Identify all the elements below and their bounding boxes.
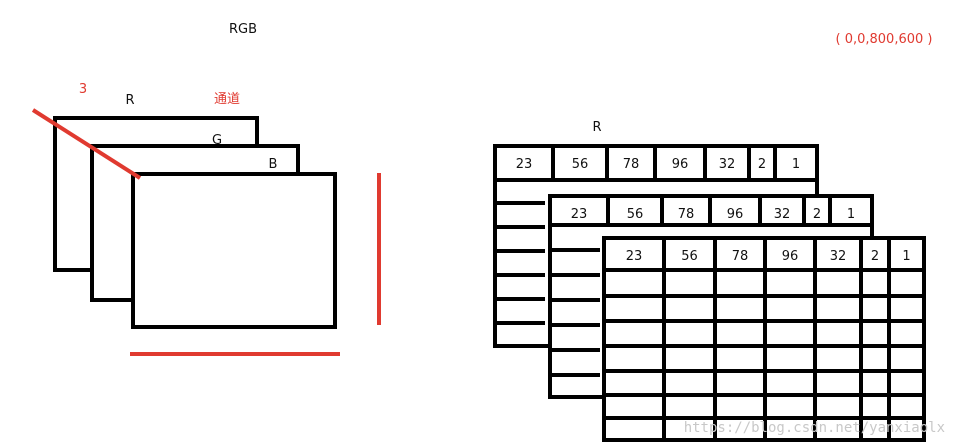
matrix-cell-value: 32: [774, 207, 791, 222]
channel-label-b: B: [269, 157, 278, 172]
diagram-title: RGB: [229, 22, 257, 37]
watermark: https://blog.csdn.net/yanxiaolx: [684, 420, 945, 436]
channel-stack: 3 R 通道 G B: [31, 82, 381, 356]
matrix-cell-value: 96: [672, 157, 689, 172]
matrix-cell-value: 96: [782, 249, 799, 264]
channel-count: 3: [79, 82, 87, 97]
matrix-cell-value: 78: [623, 157, 640, 172]
coord-label: ( 0,0,800,600 ): [836, 32, 933, 47]
matrix-cell-value: 1: [902, 249, 910, 264]
matrix-label: R: [592, 120, 601, 135]
matrix-cell-value: 2: [813, 207, 821, 222]
depth-line: [31, 108, 142, 180]
matrix-cell-value: 32: [719, 157, 736, 172]
matrix-cell-value: 2: [758, 157, 766, 172]
matrix-front: 23 56 78 96 32 2 1: [602, 236, 926, 442]
matrix-cell-value: 96: [727, 207, 744, 222]
matrix-cell-value: 56: [627, 207, 644, 222]
channel-label-g: G: [212, 133, 222, 148]
matrix-cell-value: 32: [830, 249, 847, 264]
matrix-cell-value: 56: [572, 157, 589, 172]
channel-word: 通道: [214, 92, 240, 107]
matrix-cell-value: 2: [871, 249, 879, 264]
matrix-cell-value: 56: [681, 249, 698, 264]
channel-frame-b: [131, 172, 337, 329]
matrix-cell-value: 78: [732, 249, 749, 264]
matrix-cell-value: 23: [516, 157, 533, 172]
matrix-cell-value: 23: [571, 207, 588, 222]
matrix-cell-value: 78: [678, 207, 695, 222]
matrix-stack: 23 56 78 96 32 2 1 23 56 78 96 32 2 1 23 56 78 96 32 2 1: [493, 144, 926, 442]
matrix-cell-value: 23: [626, 249, 643, 264]
matrix-cell-value: 1: [792, 157, 800, 172]
matrix-cell-value: 1: [847, 207, 855, 222]
channel-label-r: R: [125, 93, 134, 108]
